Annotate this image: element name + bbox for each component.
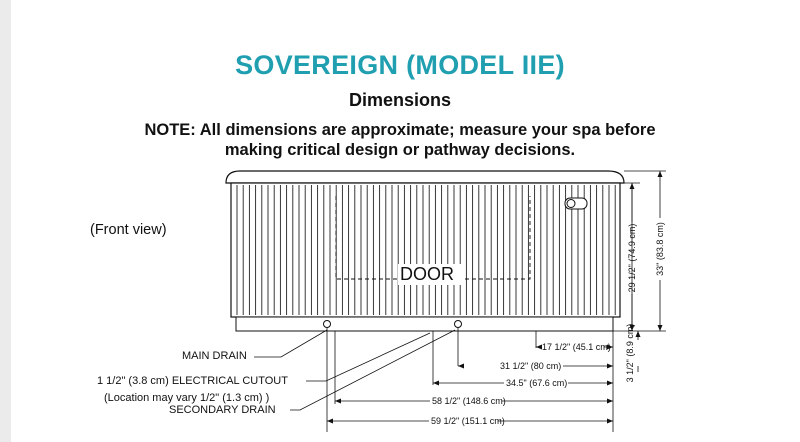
knob-circle-icon (566, 199, 576, 208)
secondary-drain-label: SECONDARY DRAIN (169, 404, 276, 416)
main-drain-label: MAIN DRAIN (182, 350, 247, 362)
dimension-33: 33" (83.8 cm) (655, 222, 665, 276)
spa-cabinet (230, 182, 621, 318)
dimension-note: NOTE: All dimensions are approximate; me… (0, 120, 800, 160)
dimension-17-5: 17 1/2" (45.1 cm) (542, 342, 611, 352)
dimension-59-5: 59 1/2" (151.1 cm) (431, 416, 505, 426)
dimension-lines (327, 171, 661, 422)
page-subtitle: Dimensions (348, 90, 452, 110)
electrical-cutout-note: (Location may vary 1/2" (1.3 cm) ) (104, 392, 270, 404)
note-line-2: making critical design or pathway decisi… (224, 141, 576, 159)
main-drain-icon (323, 320, 331, 328)
arrowheads (327, 171, 663, 424)
dimension-3-5: 3 1/2" (8.9 cm) (625, 323, 635, 383)
cabinet-slats (236, 185, 616, 315)
electrical-cutout-label: 1 1/2" (3.8 cm) ELECTRICAL CUTOUT (97, 375, 288, 387)
door-label-bg (398, 264, 464, 285)
door-outline (335, 196, 531, 280)
leader-lines (254, 329, 456, 411)
dimension-31-5: 31 1/2" (80 cm) (500, 361, 562, 371)
page-title: SOVEREIGN (MODEL IIE) (235, 50, 565, 80)
spa-top-rim (225, 170, 625, 184)
view-label: (Front view) (90, 222, 167, 238)
dimension-34-5: 34.5" (67.6 cm) (506, 378, 568, 388)
dimension-29-5: 29 1/2" (74.9 cm) (627, 223, 637, 293)
door-label: DOOR (400, 264, 454, 284)
note-line-1: NOTE: All dimensions are approximate; me… (144, 121, 656, 139)
spa-base (235, 316, 614, 332)
dimension-58-5: 58 1/2" (148.6 cm) (432, 396, 506, 406)
secondary-drain-icon (454, 320, 462, 328)
page-edge (0, 0, 11, 442)
